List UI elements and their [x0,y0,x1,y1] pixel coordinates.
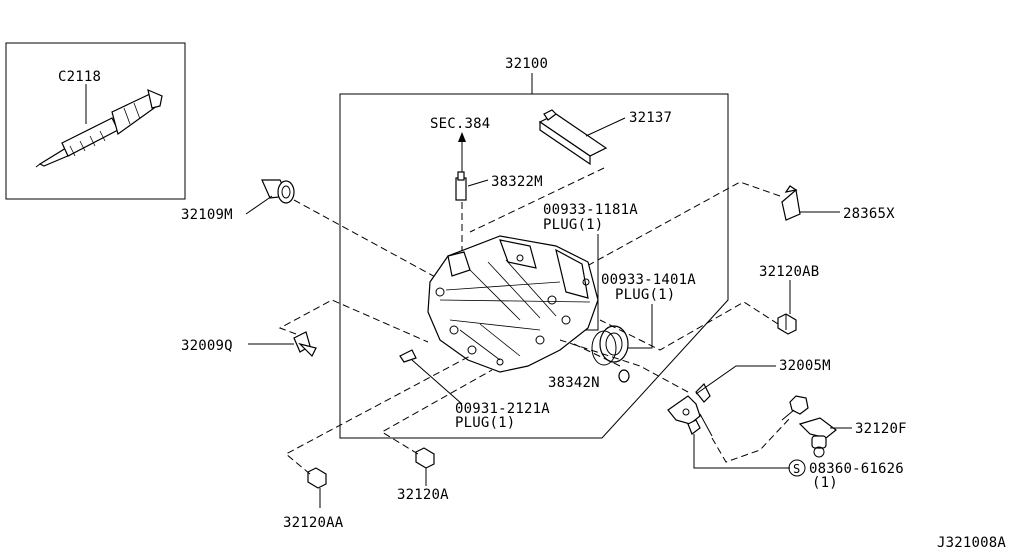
leader-32005m [695,365,776,395]
bolt-32120ab-icon [777,313,797,335]
label-plug-1401a: PLUG(1) [615,287,675,303]
dash-38342n [573,343,621,367]
transfer-case-icon [427,235,599,373]
dash-32120f [711,417,791,463]
label-32120ab: 32120AB [759,264,819,280]
grommet-icon [618,369,630,383]
sealant-tube-icon [35,88,163,168]
label-38322m: 38322M [491,174,543,190]
label-c2118: C2118 [58,69,101,85]
leader-38322m [467,179,489,187]
label-32009q: 32009Q [181,338,233,354]
drawing-code: J321008A [937,535,1006,551]
label-qty-08360: (1) [812,475,838,491]
bracket-icon [538,109,608,166]
inset-box [5,42,186,200]
drain-plug-icon [399,349,417,363]
dash-32009q [278,299,429,343]
screw-symbol-circle [788,459,806,477]
label-plug-2121a: PLUG(1) [455,415,515,431]
output-seal-icon [591,325,629,366]
dash-32137 [469,167,605,233]
leader-08360-61626 [693,434,790,469]
label-32120aa: 32120AA [283,515,344,531]
label-28365x: 28365X [843,206,895,222]
label-plug-1181a: PLUG(1) [543,217,603,233]
bracket-32120f-icon [798,417,837,458]
leader-32109m [245,195,273,215]
dash-32120a [381,369,493,455]
seal-icon [261,179,295,204]
bracket-32009q-icon [293,331,317,358]
label-32005m: 32005M [779,358,831,374]
label-00933-1181a: 00933-1181A [543,202,638,218]
sensor-icon [455,171,467,201]
screw-icon [687,419,701,435]
pin-32120f-icon [781,395,809,421]
label-00931-2121a: 00931-2121A [455,401,550,417]
dash-32109m [293,199,451,286]
leader-00933-1401a [628,304,653,349]
dash-28365x [524,181,781,301]
label-32100: 32100 [505,56,548,72]
bolt-32120a-icon [415,447,435,469]
label-00933-1401a: 00933-1401A [601,272,696,288]
bolt-32120aa-icon [307,467,327,489]
shift-lever-icon [667,382,713,437]
leader-32137 [585,117,626,137]
dash-32120aa [285,355,471,475]
leader-00931-2121a [411,359,463,405]
label-08360-61626: 08360-61626 [809,461,904,477]
label-38342n: 38342N [548,375,600,391]
label-32120f: 32120F [855,421,907,437]
dash-32005m [559,339,689,393]
label-32120a: 32120A [397,487,449,503]
assembly-frame [339,93,729,439]
label-32137: 32137 [629,110,672,126]
arrow-head-icon [458,132,466,142]
label-32109m: 32109M [181,207,233,223]
clip-icon [781,185,801,221]
dash-32120ab [599,301,779,351]
label-sec384: SEC.384 [430,116,490,132]
label-screw-symbol: S [793,462,800,476]
